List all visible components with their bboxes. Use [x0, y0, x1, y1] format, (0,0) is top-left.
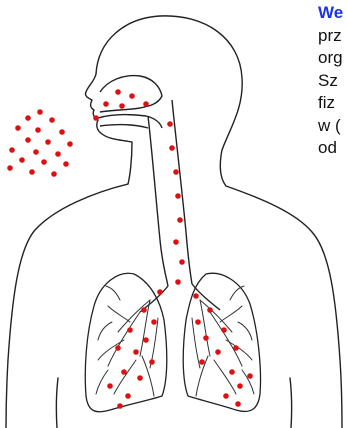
particles-trachea [167, 121, 185, 285]
particles-lungs [107, 289, 253, 409]
caption-line: od [318, 137, 347, 160]
body-outline [6, 16, 342, 428]
caption-line: fiz [318, 92, 347, 115]
caption-line: Sz [318, 70, 347, 93]
caption-line: w ( [318, 115, 347, 138]
caption-line: org [318, 47, 347, 70]
bronchial-tree [96, 286, 254, 396]
caption-lead: We [318, 2, 347, 25]
airborne-particles [7, 109, 73, 177]
caption-text: We prz org Sz fiz w ( od [318, 2, 347, 160]
caption-line: prz [318, 25, 347, 48]
